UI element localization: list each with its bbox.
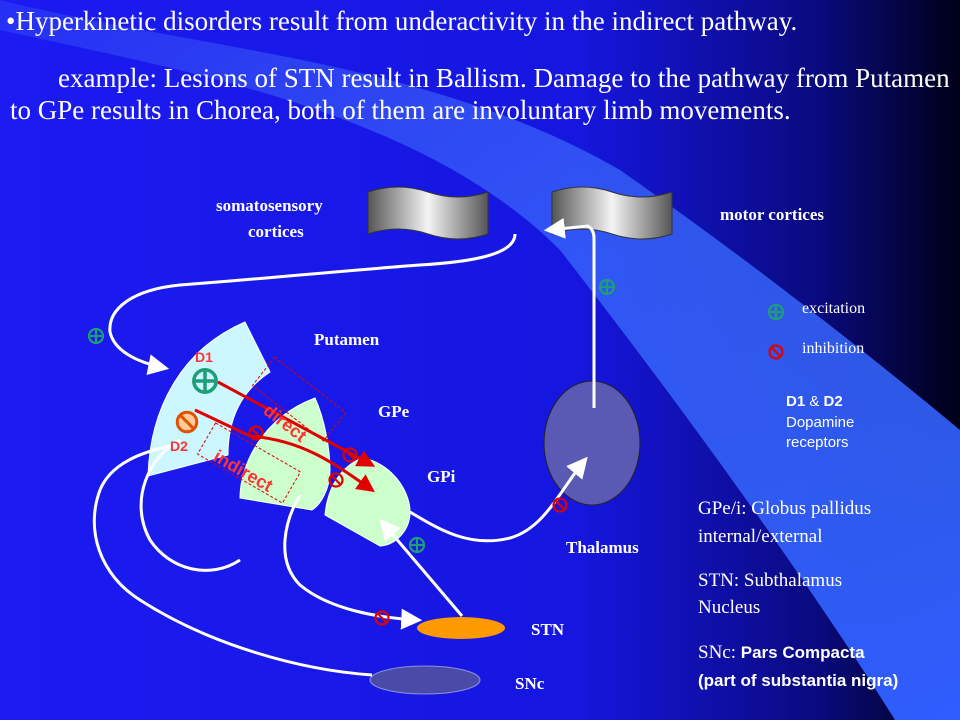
gpe-label: GPe — [378, 402, 410, 421]
putamen-loop-path — [139, 438, 241, 572]
snc-to-putamen-path — [92, 443, 373, 677]
indirect-label-box — [196, 422, 302, 504]
inhibition-icon-gpi-upper — [342, 447, 358, 463]
legend-dopamine-line2: Dopamine — [786, 414, 855, 431]
inhibition-icon-gpe-stn — [374, 610, 390, 626]
gpi-label: GPi — [427, 467, 456, 486]
indirect-arrow — [194, 408, 375, 493]
motor-label: motor cortices — [720, 205, 824, 224]
example-paragraph-text: example: Lesions of STN result in Ballis… — [10, 63, 950, 125]
def-snc-term: Pars Compacta — [740, 643, 865, 662]
legend-d1: D1 — [786, 393, 806, 410]
inhibition-icon-gpi-lower — [328, 472, 344, 488]
direct-label-box — [251, 356, 347, 442]
def-stn-line2: Nucleus — [698, 597, 761, 618]
def-snc-line1: SNc: Pars Compacta — [698, 640, 865, 666]
gpe-shape — [239, 397, 331, 511]
bullet-text: Hyperkinetic disorders result from under… — [15, 6, 798, 36]
excitation-icon-cortex — [87, 327, 105, 345]
snc-label: SNc — [515, 674, 545, 693]
example-paragraph: example: Lesions of STN result in Ballis… — [10, 62, 950, 126]
cortex-to-putamen-path — [108, 233, 517, 375]
d2-label: D2 — [170, 438, 188, 454]
legend-amp: & — [809, 393, 820, 410]
def-snc-prefix: SNc: — [698, 642, 741, 663]
putamen-shape — [147, 321, 271, 477]
bullet-point: •Hyperkinetic disorders result from unde… — [6, 6, 797, 37]
def-gp-line1: GPe/i: Globus pallidus — [698, 498, 872, 519]
stn-to-gpi-path — [379, 518, 464, 617]
excitation-icon-legend — [767, 303, 785, 321]
somatosensory-cortex-shape — [367, 186, 489, 240]
excitation-icon-stn-gpi — [408, 536, 426, 554]
legend-d2: D2 — [823, 393, 843, 410]
legend-dopamine-line3: receptors — [786, 434, 849, 451]
gpi-to-thalamus-path — [409, 456, 588, 543]
stn-shape — [417, 617, 505, 639]
inhibition-icon-d2 — [175, 410, 199, 434]
bullet-marker: • — [6, 6, 16, 36]
somatosensory-label-line1: somatosensory — [216, 196, 323, 215]
def-gp-line2: internal/external — [698, 526, 823, 547]
excitation-icon-thalamus-motor — [598, 278, 616, 296]
putamen-label: Putamen — [314, 330, 380, 349]
d1-label: D1 — [195, 349, 213, 365]
inhibition-icon-legend — [768, 344, 784, 360]
legend-inhibition-label: inhibition — [802, 340, 865, 357]
thalamus-label: Thalamus — [566, 538, 639, 557]
somatosensory-label-line2: cortices — [248, 222, 304, 241]
def-snc-line2: (part of substantia nigra) — [698, 671, 899, 690]
legend-dopamine-line1: D1 & D2 — [786, 393, 843, 410]
gpe-to-stn-path — [283, 494, 423, 630]
excitation-icon-d1 — [192, 368, 218, 394]
thalamus-to-motor-path — [543, 217, 596, 408]
def-stn-line1: STN: Subthalamus — [698, 570, 843, 591]
snc-shape — [369, 665, 481, 695]
stn-label: STN — [531, 620, 565, 639]
legend-excitation-label: excitation — [802, 300, 866, 317]
inhibition-icon-gpi-thalamus — [552, 497, 568, 513]
inhibition-icon-gpe — [248, 425, 264, 441]
